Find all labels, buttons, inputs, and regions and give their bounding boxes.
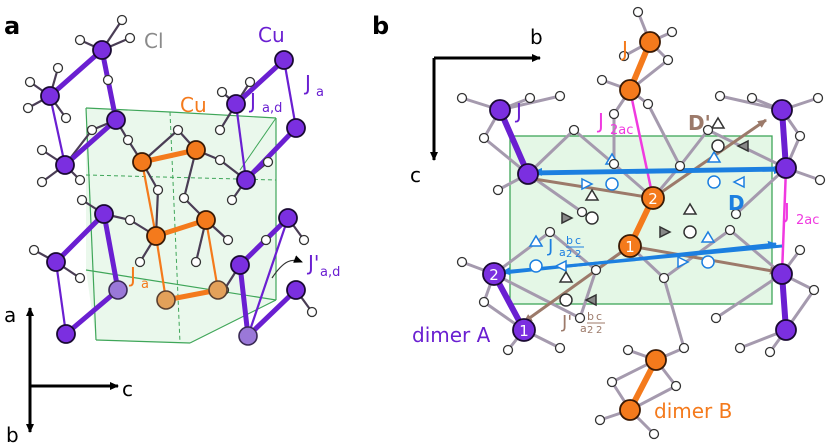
svg-text:a,d: a,d xyxy=(320,265,340,280)
svg-text:J: J xyxy=(128,263,136,287)
cl-label: Cl xyxy=(144,29,164,53)
d-label: D xyxy=(728,191,745,215)
svg-text:J': J' xyxy=(306,251,319,275)
svg-text:c: c xyxy=(575,234,581,247)
svg-text:2ac: 2ac xyxy=(796,213,819,228)
svg-text:J: J xyxy=(547,236,553,257)
cu-atoms-orange-faded-a xyxy=(156,280,228,310)
svg-text:a,d: a,d xyxy=(262,101,282,116)
panel-b: b b c xyxy=(372,6,826,440)
svg-text:J: J xyxy=(248,89,256,113)
j-top-orange: J xyxy=(620,37,628,61)
svg-text:J: J xyxy=(303,71,311,95)
svg-text:a: a xyxy=(580,322,587,335)
axis-c-label-b: c xyxy=(410,163,421,187)
site-1-left: 1 xyxy=(519,322,529,340)
jpa-bc-label: J' a b c 2 2 xyxy=(561,310,605,336)
axis-b-label-a: b xyxy=(6,423,19,447)
svg-text:2: 2 xyxy=(566,249,572,260)
svg-text:b: b xyxy=(587,310,594,323)
orange-thin-bonds-a xyxy=(140,161,220,301)
cu-label-top: Cu xyxy=(258,23,285,47)
svg-text:2: 2 xyxy=(575,249,581,260)
d-prime-label: D' xyxy=(688,111,711,135)
j-ad-label: J a,d xyxy=(248,89,282,116)
cu-atoms-orange-a xyxy=(132,140,216,246)
svg-text:2: 2 xyxy=(587,325,593,336)
cu-atoms-purple-b xyxy=(489,99,797,341)
svg-text:a: a xyxy=(559,246,566,259)
site-2-left: 2 xyxy=(489,266,499,284)
cu-atoms-purple-a xyxy=(40,40,306,344)
j-left-purple: J xyxy=(514,99,522,123)
cl-atoms-b xyxy=(456,6,826,440)
j2ac-right-label: J 2ac xyxy=(782,199,819,228)
j-a-label: J a xyxy=(303,71,324,100)
cu-label-mid: Cu xyxy=(180,93,207,117)
cu-atoms-orange-b xyxy=(618,31,667,421)
ja-bc-label: J a b c 2 2 xyxy=(547,234,584,260)
axis-c-label-a: c xyxy=(122,377,133,401)
svg-text:a: a xyxy=(316,85,324,100)
svg-text:J: J xyxy=(596,109,604,133)
svg-text:2: 2 xyxy=(596,325,602,336)
cl-atoms-a xyxy=(22,14,318,318)
panel-a-label: a xyxy=(4,12,20,40)
cu-atoms-purple-labeled-b xyxy=(482,262,536,342)
svg-text:J': J' xyxy=(561,312,572,333)
j2ac-bonds xyxy=(628,89,788,275)
dimer-b-label: dimer B xyxy=(654,399,732,423)
site-1-center: 1 xyxy=(625,238,635,256)
cu-atoms-faded-a xyxy=(108,280,258,346)
dimer-a-label: dimer A xyxy=(412,323,491,347)
svg-text:a: a xyxy=(141,277,149,292)
panel-a: a xyxy=(4,12,340,447)
svg-text:2ac: 2ac xyxy=(610,123,633,138)
axes-b: b c xyxy=(410,25,543,187)
j-a-orange-label: J a xyxy=(128,263,149,292)
panel-b-label: b xyxy=(372,12,389,40)
axis-a-label: a xyxy=(4,303,16,327)
j2ac-top-label: J 2ac xyxy=(596,109,633,138)
svg-text:c: c xyxy=(596,310,602,323)
purple-thin-bonds-a xyxy=(48,59,298,337)
site-2-center: 2 xyxy=(648,190,658,208)
axis-b-label-b: b xyxy=(530,25,543,49)
svg-text:J: J xyxy=(782,199,790,223)
d-vector-markers xyxy=(528,116,749,307)
axes-a: a c b xyxy=(4,303,133,447)
j-ad-prime-label: J' a,d xyxy=(271,251,340,280)
svg-text:b: b xyxy=(566,234,573,247)
